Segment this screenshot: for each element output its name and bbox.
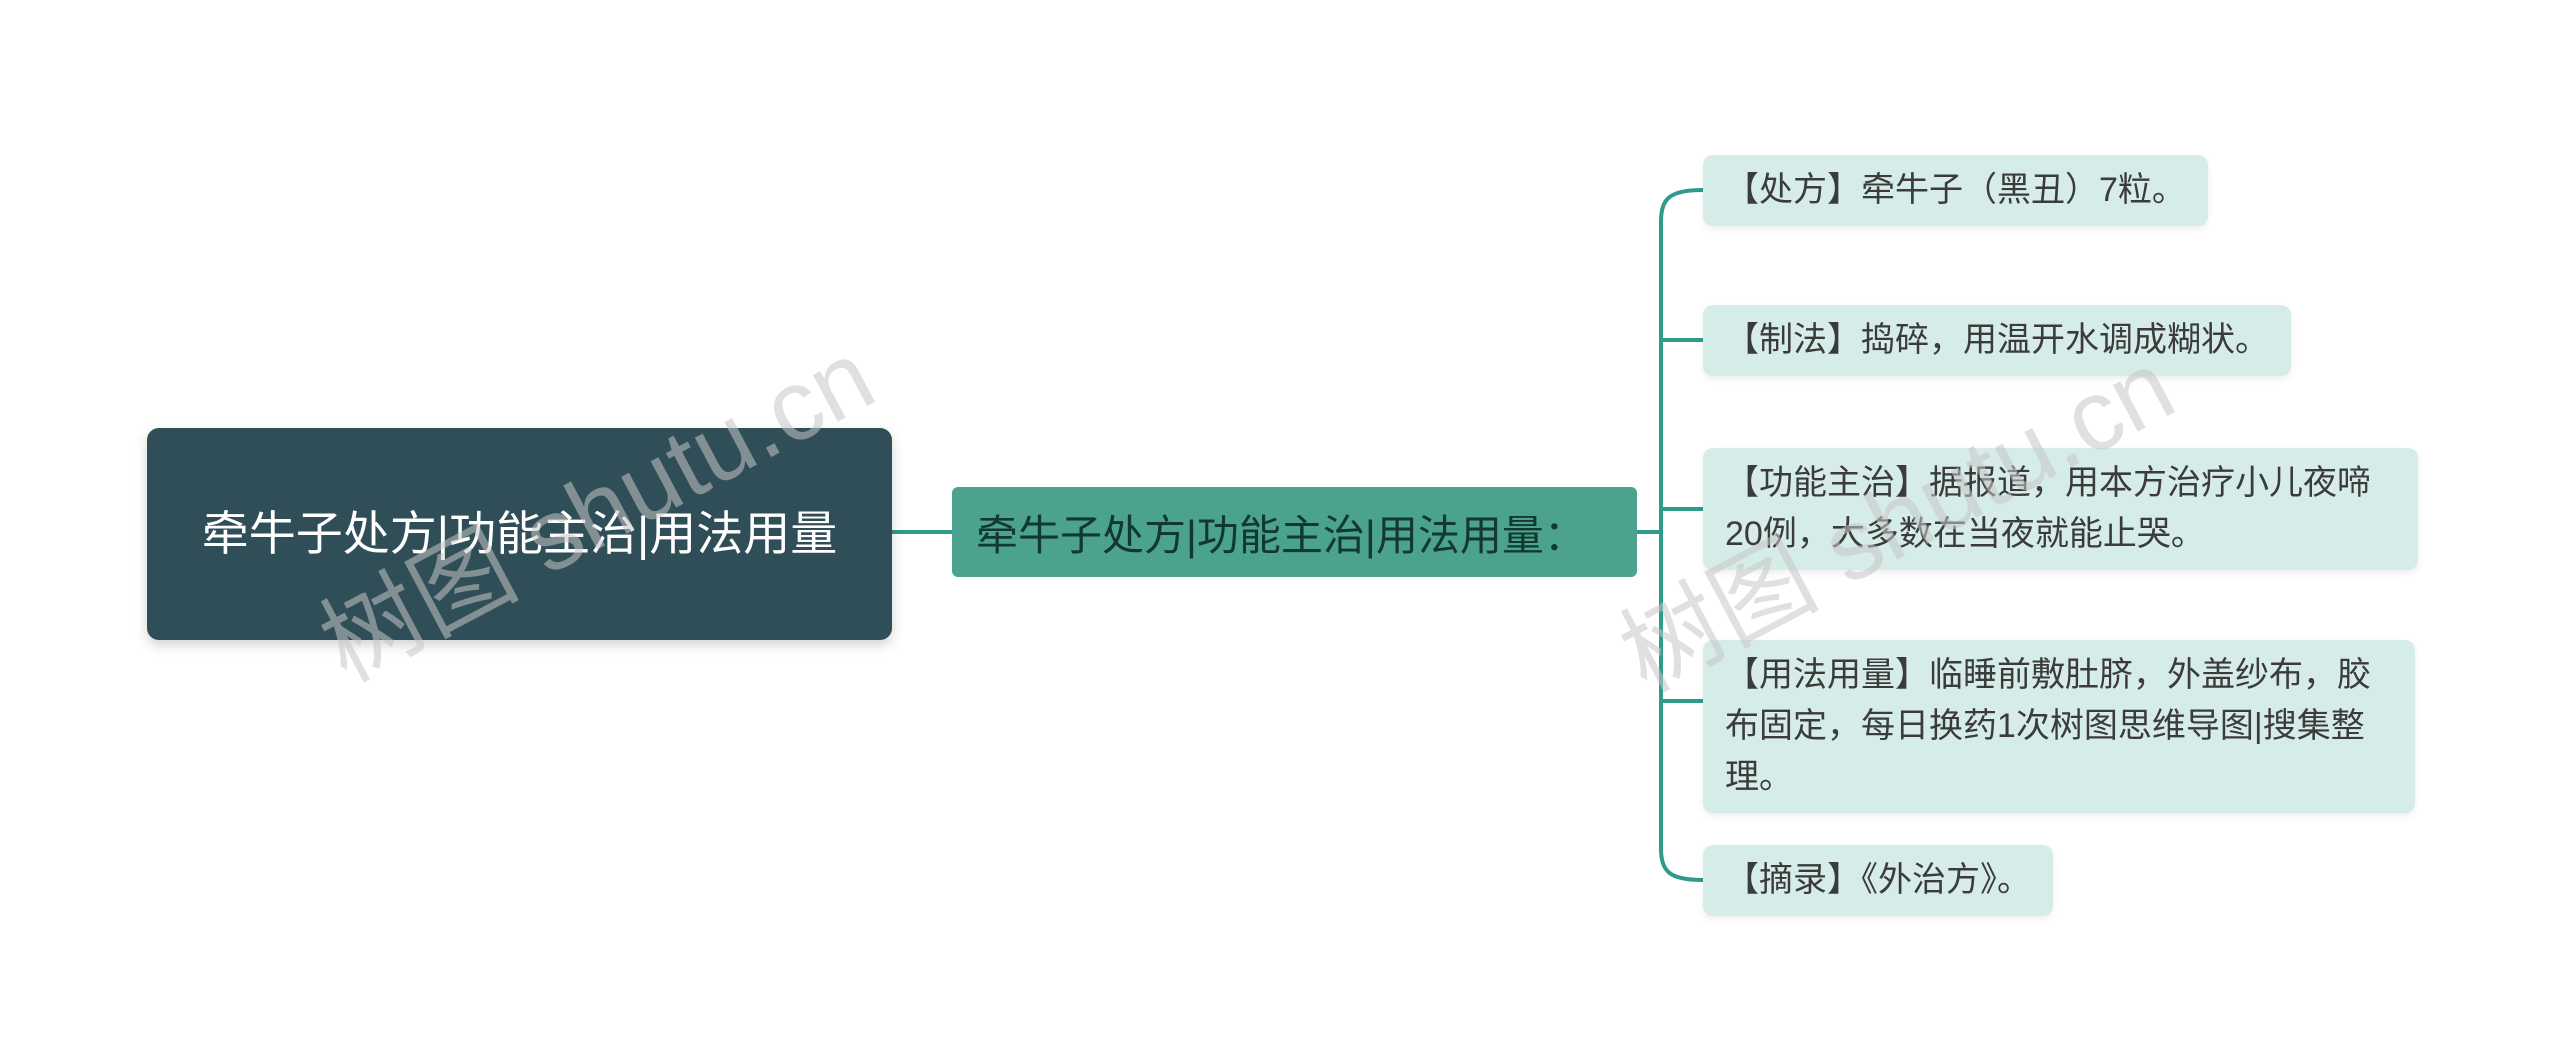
child-node-label: 【摘录】《外治方》。 (1725, 861, 2031, 899)
child-node-prescription[interactable]: 【处方】牵牛子（黑丑）7粒。 (1703, 155, 2208, 226)
child-node-label: 【功能主治】据报道，用本方治疗小儿夜啼20例，大多数在当夜就能止哭。 (1725, 464, 2371, 553)
child-node-label: 【处方】牵牛子（黑丑）7粒。 (1725, 171, 2186, 209)
child-node-excerpt[interactable]: 【摘录】《外治方》。 (1703, 845, 2053, 916)
child-node-label: 【制法】捣碎，用温开水调成糊状。 (1725, 321, 2269, 359)
connector-trunk (1659, 188, 1705, 882)
child-node-indications[interactable]: 【功能主治】据报道，用本方治疗小儿夜啼20例，大多数在当夜就能止哭。 (1703, 448, 2418, 570)
child-node-preparation[interactable]: 【制法】捣碎，用温开水调成糊状。 (1703, 305, 2291, 376)
child-node-label: 【用法用量】临睡前敷肚脐，外盖纱布，胶布固定，每日换药1次树图思维导图|搜集整理… (1725, 656, 2371, 796)
root-node-label: 牵牛子处方|功能主治|用法用量 (201, 506, 838, 560)
child-node-usage-dosage[interactable]: 【用法用量】临睡前敷肚脐，外盖纱布，胶布固定，每日换药1次树图思维导图|搜集整理… (1703, 640, 2415, 813)
root-node[interactable]: 牵牛子处方|功能主治|用法用量 (147, 428, 892, 640)
center-node[interactable]: 牵牛子处方|功能主治|用法用量： (952, 487, 1637, 577)
center-node-label: 牵牛子处方|功能主治|用法用量： (976, 511, 1586, 559)
